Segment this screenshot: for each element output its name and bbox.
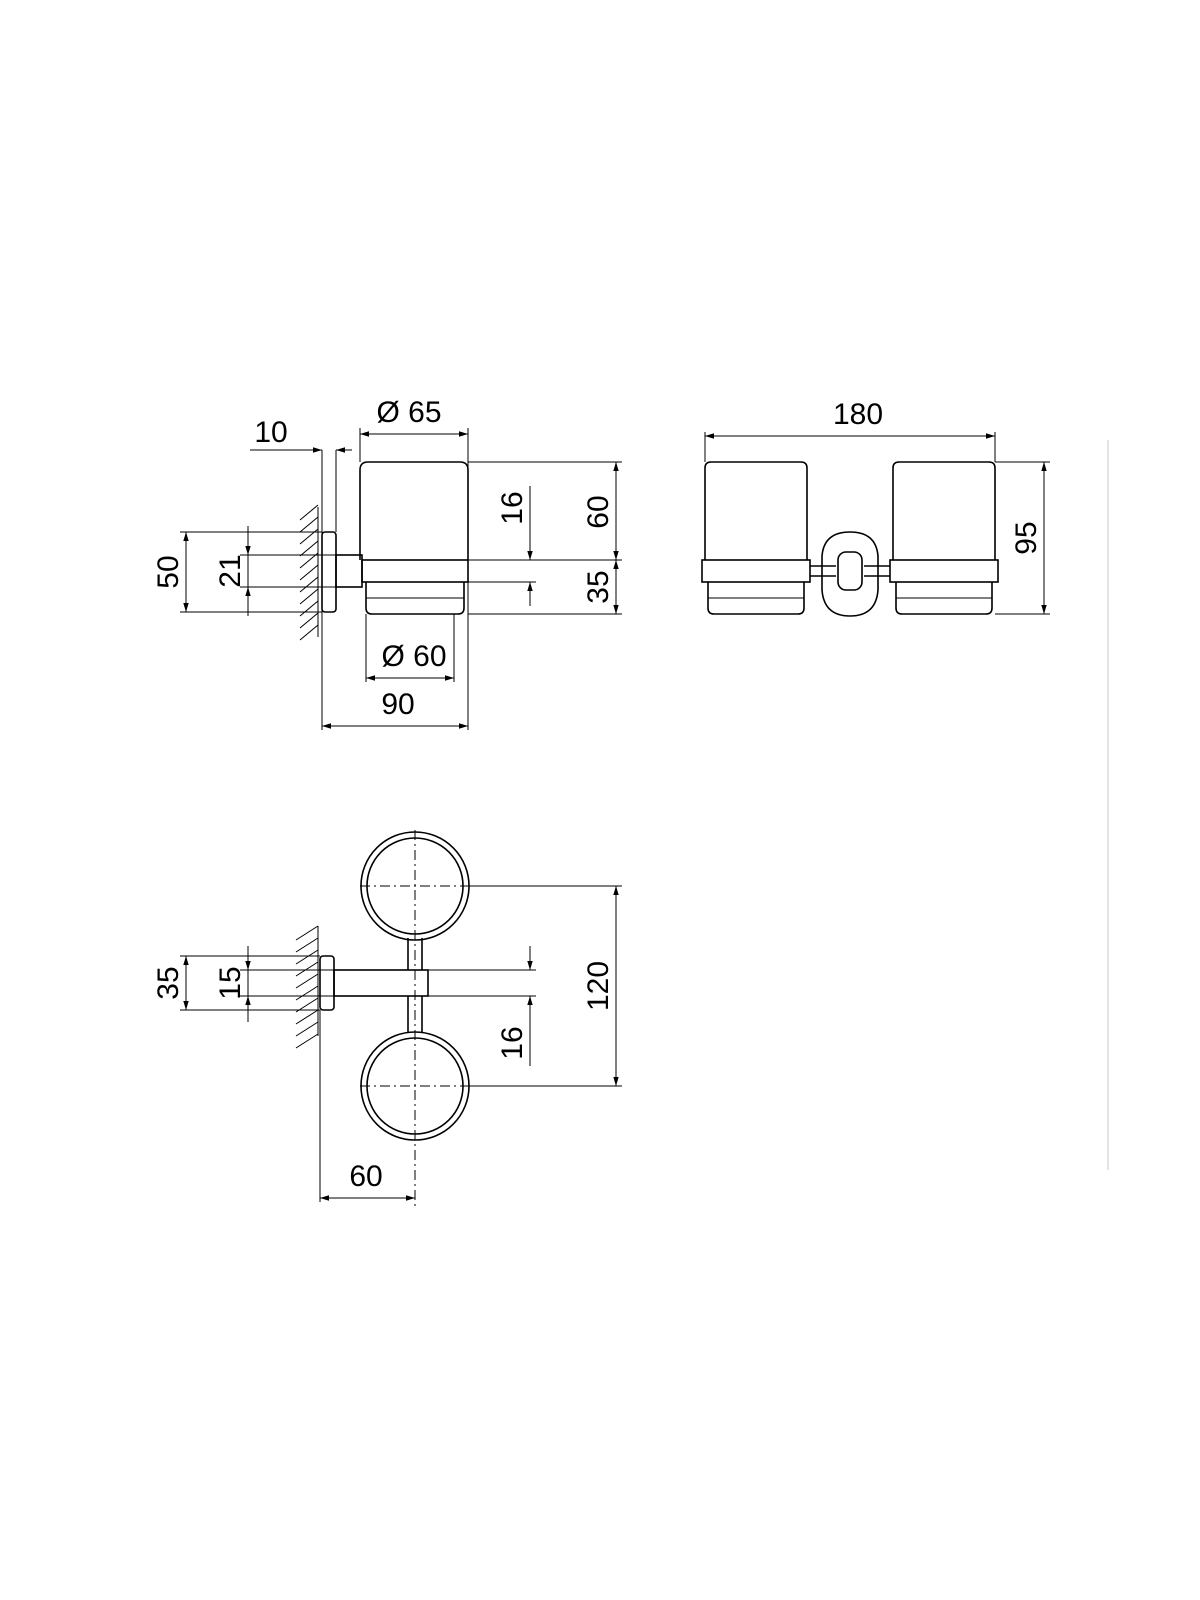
- left-cup-lower: [707, 582, 805, 615]
- dim-arm-height: 21: [214, 554, 247, 587]
- wall-plate: [321, 531, 337, 613]
- left-holder-ring: [701, 559, 811, 583]
- dim-plate-width: 35: [152, 966, 185, 999]
- left-cup-upper: [704, 461, 808, 560]
- dim-depth: 90: [381, 688, 414, 721]
- dim-holder-ring-height: 16: [496, 491, 529, 524]
- dim-center-distance: 120: [582, 961, 615, 1011]
- dim-cup-height: 60: [582, 495, 615, 528]
- right-cup-upper: [892, 461, 996, 560]
- dim-arm-width: 15: [214, 966, 247, 999]
- dim-cup-top-diameter: Ø 65: [376, 396, 441, 429]
- dim-projection: 60: [349, 1160, 382, 1193]
- dim-wall-plate-thickness: 10: [254, 416, 287, 449]
- front-view: 180 95: [701, 398, 1050, 617]
- holder-ring: [361, 559, 469, 583]
- cup-upper: [359, 461, 469, 560]
- dim-lower-height: 35: [582, 570, 615, 603]
- dim-cup-bottom-diameter: Ø 60: [381, 640, 446, 673]
- top-wall-plate: [319, 955, 335, 1011]
- right-holder-ring: [889, 559, 999, 583]
- dim-plate-height: 50: [152, 555, 185, 588]
- top-wall-hatch: [295, 925, 319, 1049]
- dim-top-holder-ring: 16: [496, 1026, 529, 1059]
- cup-lower: [365, 582, 465, 615]
- top-arm: [333, 969, 429, 997]
- wall-mount-inner: [837, 551, 863, 591]
- wall-mount-outer: [821, 531, 879, 617]
- dim-overall-height: 95: [1010, 521, 1043, 554]
- right-cup-lower: [895, 582, 993, 615]
- dim-overall-width: 180: [833, 398, 883, 431]
- arm: [335, 554, 363, 588]
- top-view: 35 15 16 120 60: [152, 830, 622, 1208]
- wall-hatch: [299, 504, 319, 641]
- side-view: 10 Ø 65 Ø 60 90 50 21 16 60 35: [152, 396, 622, 730]
